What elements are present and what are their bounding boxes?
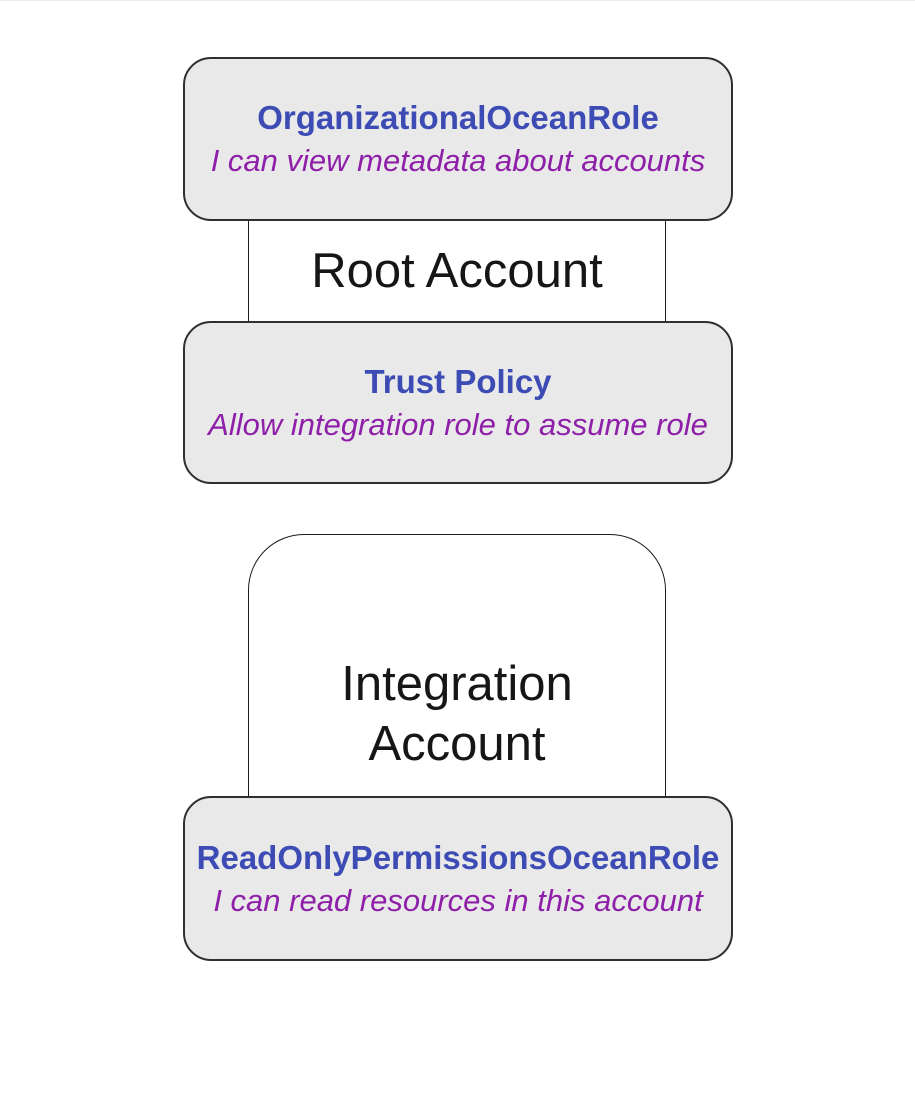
- node-trust-policy-title: Trust Policy: [364, 362, 552, 400]
- node-organizational-ocean-role-title: OrganizationalOceanRole: [257, 99, 659, 136]
- node-organizational-ocean-role: OrganizationalOceanRole I can view metad…: [183, 57, 733, 221]
- node-organizational-ocean-role-description: I can view metadata about accounts: [210, 143, 706, 178]
- node-readonly-permissions-ocean-role-description: I can read resources in this account: [213, 882, 703, 918]
- node-trust-policy-description: Allow integration role to assume role: [208, 406, 708, 442]
- node-readonly-permissions-ocean-role: ReadOnlyPermissionsOceanRole I can read …: [183, 796, 733, 961]
- node-trust-policy: Trust Policy Allow integration role to a…: [183, 321, 733, 484]
- node-readonly-permissions-ocean-role-title: ReadOnlyPermissionsOceanRole: [196, 838, 720, 876]
- integration-account-label: Integration Account: [341, 657, 573, 771]
- root-account-label: Root Account: [311, 244, 603, 298]
